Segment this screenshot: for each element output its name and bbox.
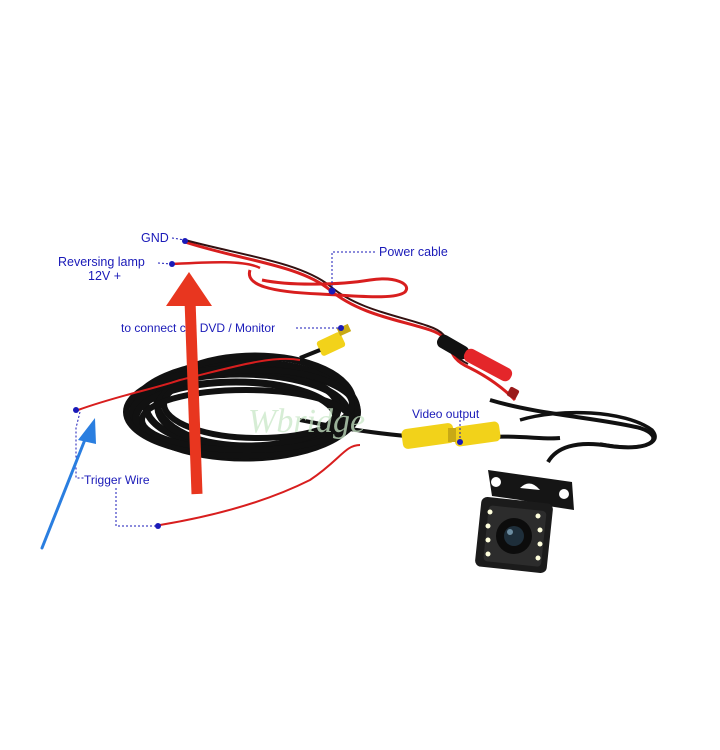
camera-cable [489, 398, 656, 464]
blue-arrow-icon [40, 418, 96, 550]
power-cable-loop [247, 269, 409, 299]
label-reversing-lamp: Reversing lamp [58, 255, 145, 269]
rca-connector-icon [299, 323, 352, 360]
trigger-wire [77, 357, 301, 411]
power-connector [436, 334, 520, 400]
rca-video-output [401, 421, 501, 449]
reversing-wire [171, 260, 261, 270]
label-gnd: GND [141, 231, 169, 245]
label-reversing-lamp-voltage: 12V + [88, 269, 121, 283]
label-power-cable: Power cable [379, 245, 448, 259]
camera-cable-loop [519, 410, 657, 449]
trigger-wire-lower [159, 444, 361, 526]
watermark: Wbridge [248, 403, 365, 440]
leader-dots [73, 238, 463, 529]
label-trigger-wire: Trigger Wire [84, 473, 150, 487]
label-dvd-monitor: to connect car DVD / Monitor [121, 321, 275, 335]
red-arrow-icon [166, 272, 212, 495]
camera-icon [475, 470, 574, 573]
leader-lines [75, 237, 461, 527]
label-video-output: Video output [412, 407, 480, 421]
power-cable-red [184, 240, 517, 402]
